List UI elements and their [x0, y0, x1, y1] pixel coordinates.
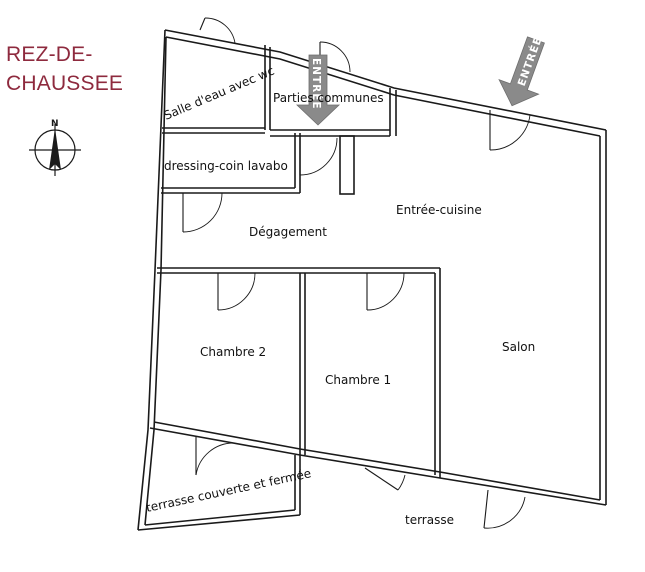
floor-title: REZ-DE- CHAUSSEE: [6, 40, 123, 98]
room-label-chambre-2: Chambre 2: [200, 345, 266, 359]
room-label-entree-cuisine: Entrée-cuisine: [396, 203, 482, 217]
room-label-salon: Salon: [502, 340, 535, 354]
room-label-degagement: Dégagement: [249, 225, 327, 239]
floor-title-line1: REZ-DE-: [6, 43, 93, 66]
compass-north-label: N: [51, 119, 59, 129]
room-label-terrasse-couverte: terrasse couverte et fermée: [145, 466, 313, 515]
north-compass-icon: N: [29, 119, 81, 176]
room-label-salle-deau: Salle d'eau avec wc: [162, 64, 277, 123]
exterior-walls: [137, 29, 607, 531]
room-label-parties-communes: Parties communes: [273, 91, 384, 105]
interior-walls: [157, 45, 441, 478]
entrance-common-label: ENTRÉE: [310, 58, 323, 110]
entrance-arrow-main: ENTRÉE: [498, 35, 545, 107]
room-label-terrasse: terrasse: [405, 513, 454, 527]
room-label-dressing: dressing-coin lavabo: [164, 159, 288, 173]
floor-title-line2: CHAUSSEE: [6, 72, 124, 95]
room-label-chambre-1: Chambre 1: [325, 373, 391, 387]
entrance-arrow-common: ENTRÉE: [296, 54, 340, 126]
